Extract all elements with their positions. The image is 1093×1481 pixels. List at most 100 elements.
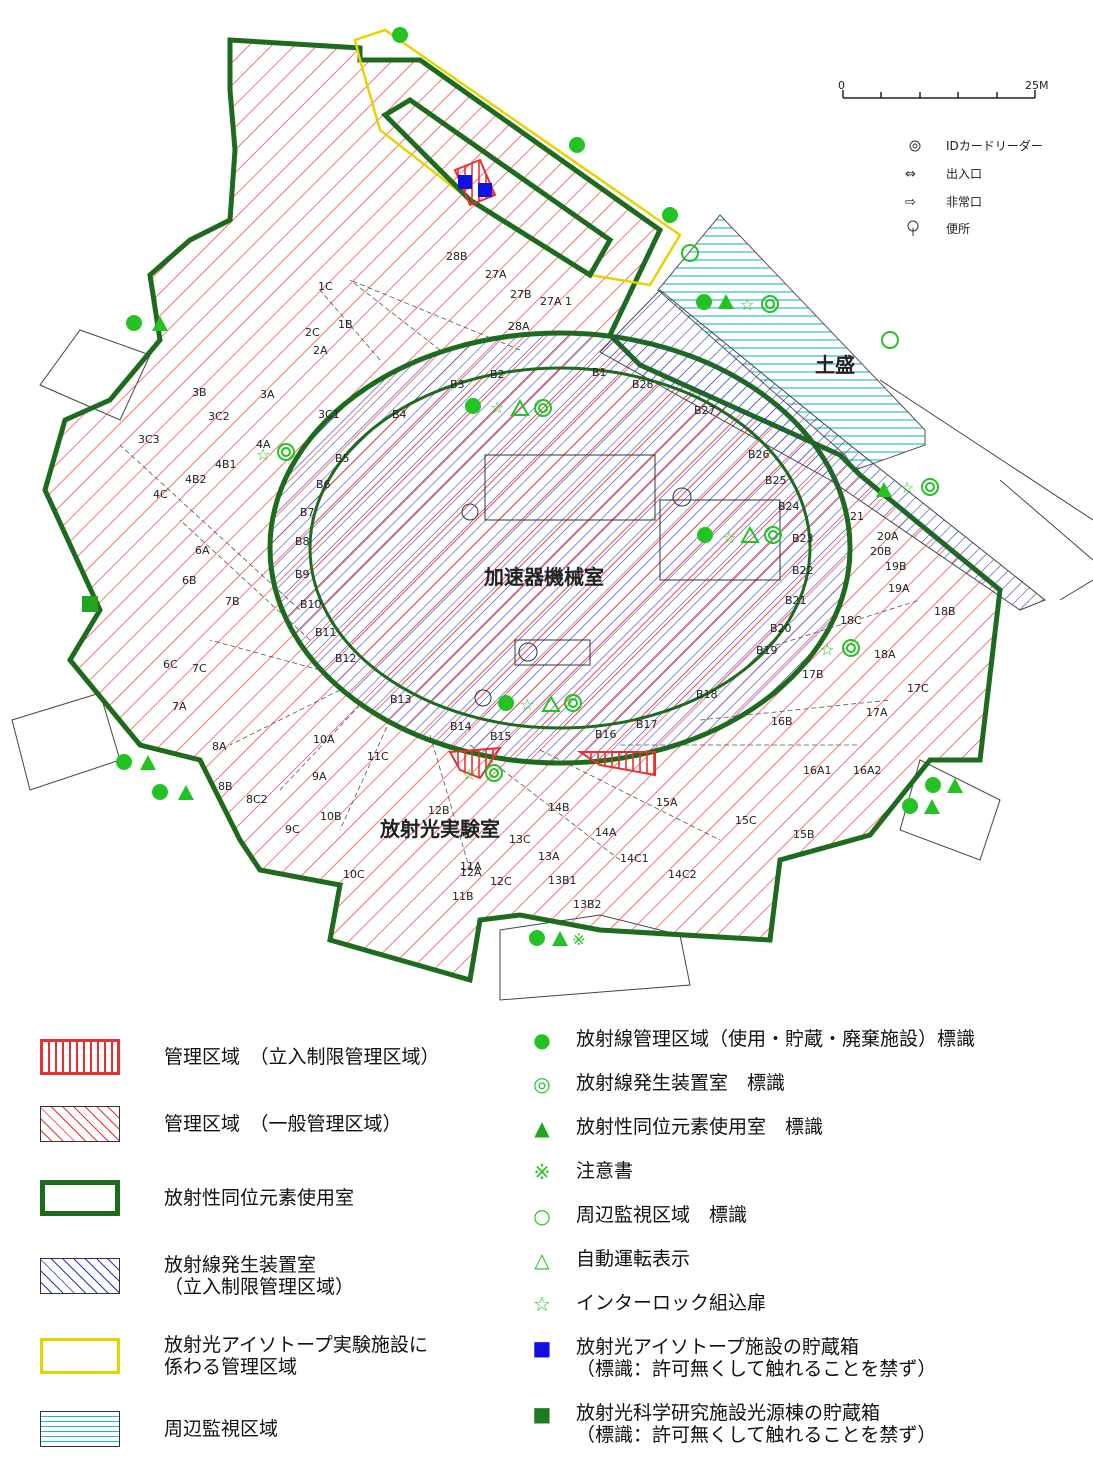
facility-map: ☆ ☆ ☆ ☆ ☆ ☆ ☆ ☆ ※ 加速器機械室 放射光実験室 土盛 0 25M… xyxy=(11,27,1093,1001)
svg-text:13B1: 13B1 xyxy=(548,874,577,887)
svg-text:B10: B10 xyxy=(300,598,322,611)
scale-bar xyxy=(842,90,1036,99)
svg-text:☆: ☆ xyxy=(740,295,754,314)
key-id-reader: IDカードリーダー xyxy=(946,138,1043,153)
svg-text:B13: B13 xyxy=(390,693,412,706)
svg-text:7B: 7B xyxy=(225,595,240,608)
legend-sign-row: ■ 放射光アイソトープ施設の貯蔵箱 （標識：許可無くして触れることを禁ず） xyxy=(528,1336,1088,1402)
svg-text:11A: 11A xyxy=(460,860,482,873)
svg-text:17C: 17C xyxy=(907,682,929,695)
red-hatch-swatch xyxy=(40,1106,120,1142)
svg-text:13B2: 13B2 xyxy=(573,898,602,911)
secondary-markers xyxy=(277,244,939,782)
svg-text:☆: ☆ xyxy=(820,640,834,659)
legend-sign-label: 自動運転表示 xyxy=(576,1248,691,1270)
svg-text:20A: 20A xyxy=(877,530,899,543)
svg-text:2C: 2C xyxy=(305,326,320,339)
svg-text:10A: 10A xyxy=(313,733,335,746)
svg-text:B19: B19 xyxy=(756,644,778,657)
legend-sign-label: 放射線管理区域（使用・貯蔵・廃棄施設）標識 xyxy=(576,1028,976,1050)
svg-text:8C2: 8C2 xyxy=(246,793,268,806)
svg-text:B28: B28 xyxy=(632,378,654,391)
svg-text:14B: 14B xyxy=(548,801,570,814)
id-reader-icon xyxy=(909,140,921,152)
open-triangle-icon: △ xyxy=(534,1248,550,1272)
beamlines xyxy=(119,279,921,871)
svg-text:17A: 17A xyxy=(866,706,888,719)
legend-sign-row: ○ 周辺監視区域 標識 xyxy=(528,1204,1088,1248)
svg-text:B25: B25 xyxy=(765,474,787,487)
restricted-zone-east xyxy=(576,751,656,777)
key-entrance: 出入口 xyxy=(946,167,982,181)
svg-text:12A: 12A xyxy=(460,866,482,879)
svg-text:☆: ☆ xyxy=(490,398,504,417)
svg-text:※: ※ xyxy=(572,930,585,949)
svg-text:13A: 13A xyxy=(538,850,560,863)
interlock-stars: ☆ ☆ ☆ ☆ ☆ ☆ ☆ ☆ ※ xyxy=(256,295,914,949)
legend-sign-row: ■ 放射光科学研究施設光源棟の貯蔵箱 （標識：許可無くして触れることを禁ず） xyxy=(528,1402,1088,1452)
svg-text:B21: B21 xyxy=(785,594,807,607)
svg-text:4C: 4C xyxy=(153,488,168,501)
legend-label: 放射光アイソトープ実験施設に 係わる管理区域 xyxy=(164,1334,428,1378)
svg-text:B6: B6 xyxy=(316,478,331,491)
svg-text:B20: B20 xyxy=(770,622,792,635)
svg-text:27B: 27B xyxy=(510,288,532,301)
filled-triangle-icon: ▲ xyxy=(534,1116,550,1140)
svg-text:B14: B14 xyxy=(450,720,472,733)
svg-text:19B: 19B xyxy=(885,560,907,573)
svg-text:16A2: 16A2 xyxy=(853,764,882,777)
legend-sign-label: 放射性同位元素使用室 標識 xyxy=(576,1116,824,1138)
legend-sign-row: ☆ インターロック組込扉 xyxy=(528,1292,1088,1336)
svg-text:☆: ☆ xyxy=(462,765,476,784)
legend-sign-row: ◎ 放射線発生装置室 標識 xyxy=(528,1072,1088,1116)
double-circle-icon: ◎ xyxy=(533,1072,551,1096)
svg-text:B2: B2 xyxy=(490,368,505,381)
svg-text:2A: 2A xyxy=(313,344,328,357)
svg-text:15A: 15A xyxy=(656,796,678,809)
isotope-storage-box xyxy=(478,183,492,197)
svg-text:B3: B3 xyxy=(450,378,465,391)
svg-text:7A: 7A xyxy=(172,700,187,713)
svg-text:18A: 18A xyxy=(874,648,896,661)
legend-sign-label: インターロック組込扉 xyxy=(576,1292,767,1314)
svg-text:6C: 6C xyxy=(163,658,178,671)
svg-text:7C: 7C xyxy=(192,662,207,675)
star-icon: ☆ xyxy=(533,1292,551,1316)
svg-text:15B: 15B xyxy=(793,828,815,841)
svg-text:☆: ☆ xyxy=(520,695,534,714)
svg-text:B17: B17 xyxy=(636,718,658,731)
svg-text:10C: 10C xyxy=(343,868,365,881)
open-circle-icon: ○ xyxy=(533,1204,551,1228)
legend-label: 管理区域 （立入制限管理区域） xyxy=(164,1046,440,1068)
svg-text:B12: B12 xyxy=(335,652,357,665)
svg-text:B24: B24 xyxy=(778,500,800,513)
svg-text:18C: 18C xyxy=(840,614,862,627)
blue-square-icon: ■ xyxy=(532,1336,552,1360)
svg-text:11B: 11B xyxy=(452,890,474,903)
blue-hatch-swatch xyxy=(40,1258,120,1294)
legend-label: 管理区域 （一般管理区域） xyxy=(164,1113,402,1135)
svg-text:19A: 19A xyxy=(888,582,910,595)
ring-east-extension xyxy=(599,289,1046,611)
svg-text:B15: B15 xyxy=(490,730,512,743)
filled-circle-icon: ● xyxy=(533,1028,551,1052)
svg-text:28A: 28A xyxy=(508,320,530,333)
svg-text:15C: 15C xyxy=(735,814,757,827)
legend-sign-label: 放射光科学研究施設光源棟の貯蔵箱 （標識：許可無くして触れることを禁ず） xyxy=(576,1402,937,1446)
svg-text:14C1: 14C1 xyxy=(620,852,649,865)
svg-text:12C: 12C xyxy=(490,875,512,888)
svg-text:3C1: 3C1 xyxy=(318,408,340,421)
svg-text:17B: 17B xyxy=(802,668,824,681)
svg-text:3B: 3B xyxy=(192,386,207,399)
svg-text:B1: B1 xyxy=(592,366,607,379)
svg-text:B5: B5 xyxy=(335,452,350,465)
legend-item-ri-room: 放射性同位元素使用室 xyxy=(40,1159,510,1237)
scale-start-label: 0 xyxy=(838,79,845,92)
svg-text:B23: B23 xyxy=(792,532,814,545)
svg-text:B18: B18 xyxy=(696,688,718,701)
svg-text:9C: 9C xyxy=(285,823,300,836)
legend-label: 放射性同位元素使用室 xyxy=(164,1187,355,1209)
legend-sign-label: 放射線発生装置室 標識 xyxy=(576,1072,786,1094)
legend-signs: ● 放射線管理区域（使用・貯蔵・廃棄施設）標識 ◎ 放射線発生装置室 標識 ▲ … xyxy=(528,1028,1088,1452)
svg-text:B22: B22 xyxy=(792,564,814,577)
